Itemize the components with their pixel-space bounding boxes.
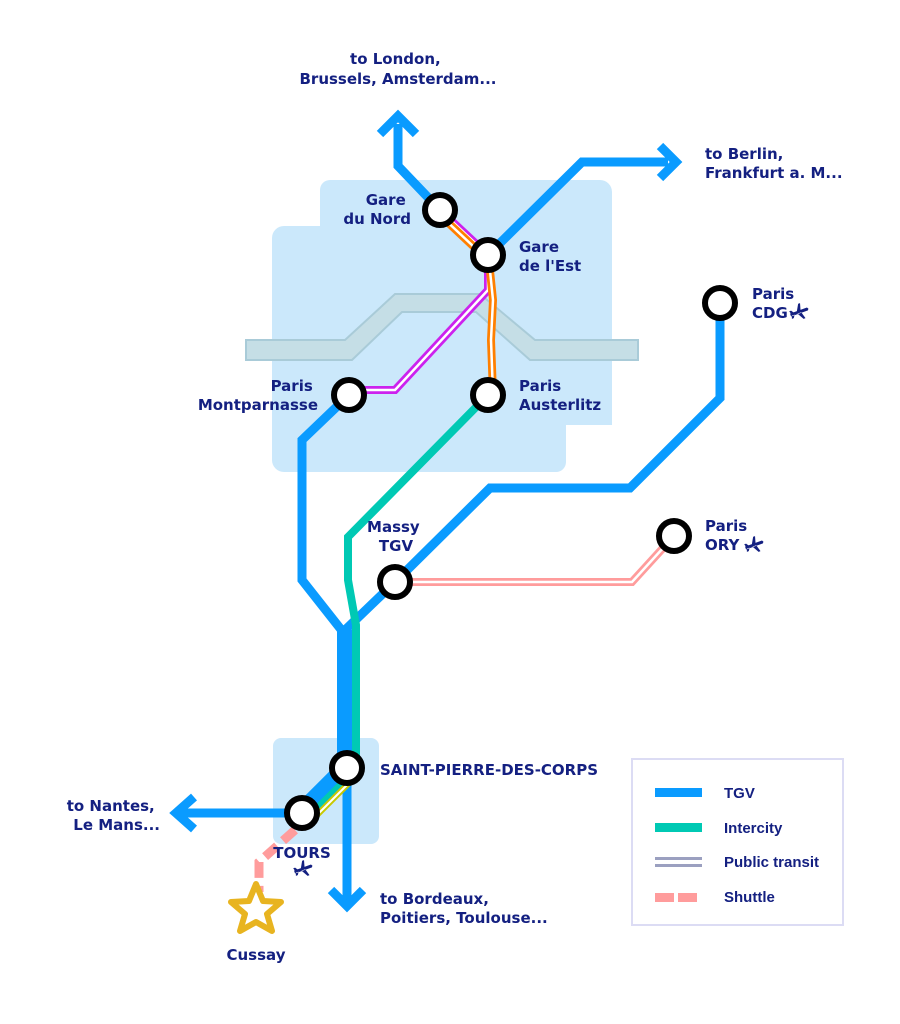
label-bordeaux: to Bordeaux, Poitiers, Toulouse...	[380, 890, 548, 927]
legend-swatch-shuttle	[655, 893, 674, 902]
label-gare-de-lest: Gare de l'Est	[519, 238, 581, 275]
tgv-line-montparnasse	[297, 391, 353, 635]
shuttle-cussay	[254, 826, 298, 892]
label-montparnasse: Paris Montparnasse	[198, 377, 318, 414]
label-berlin: to Berlin, Frankfurt a. M...	[705, 145, 843, 182]
label-gare-du-nord: Gare du Nord	[343, 191, 411, 228]
station-gare-de-lest[interactable]	[470, 237, 506, 273]
label-massy: Massy TGV	[367, 518, 425, 555]
label-austerlitz: Paris Austerlitz	[519, 377, 601, 414]
tgv-line-london	[393, 124, 444, 214]
legend-label-tgv: TGV	[724, 785, 755, 802]
legend: TGV Intercity Public transit Shuttle	[631, 758, 844, 926]
airplane-icon	[744, 536, 764, 552]
tgv-line-berlin	[484, 157, 668, 259]
legend-label-shuttle: Shuttle	[724, 889, 775, 906]
station-tours[interactable]	[284, 795, 320, 831]
shuttle-ory	[395, 533, 677, 586]
label-cdg: Paris CDG	[752, 285, 799, 322]
legend-swatch-public-transit	[655, 857, 702, 860]
intercity-line	[344, 392, 491, 768]
arrow-icon	[169, 109, 683, 913]
airplane-icon	[789, 303, 809, 319]
station-austerlitz[interactable]	[470, 377, 506, 413]
station-cdg[interactable]	[702, 285, 738, 321]
station-gare-du-nord[interactable]	[422, 192, 458, 228]
legend-label-intercity: Intercity	[724, 820, 783, 837]
label-cussay: Cussay	[227, 946, 286, 964]
legend-swatch-tgv	[655, 788, 702, 797]
label-saint-pierre: SAINT-PIERRE-DES-CORPS	[380, 761, 598, 779]
station-saint-pierre[interactable]	[329, 750, 365, 786]
station-montparnasse[interactable]	[331, 377, 367, 413]
station-massy[interactable]	[377, 564, 413, 600]
stations	[284, 192, 738, 831]
label-ory: Paris ORY	[705, 517, 752, 554]
legend-label-public-transit: Public transit	[724, 854, 819, 871]
station-ory[interactable]	[656, 518, 692, 554]
legend-swatch-intercity	[655, 823, 702, 832]
label-nantes: to Nantes, Le Mans...	[67, 797, 160, 834]
label-tours: TOURS	[273, 844, 331, 862]
seine-river	[245, 293, 639, 361]
legend-swatch-shuttle-2	[678, 893, 697, 902]
tgv-trunk	[337, 630, 353, 768]
star-icon[interactable]	[228, 881, 284, 934]
label-london: to London, Brussels, Amsterdam...	[299, 50, 496, 88]
legend-swatch-public-transit-2	[655, 864, 702, 867]
airplane-icon	[293, 860, 313, 876]
